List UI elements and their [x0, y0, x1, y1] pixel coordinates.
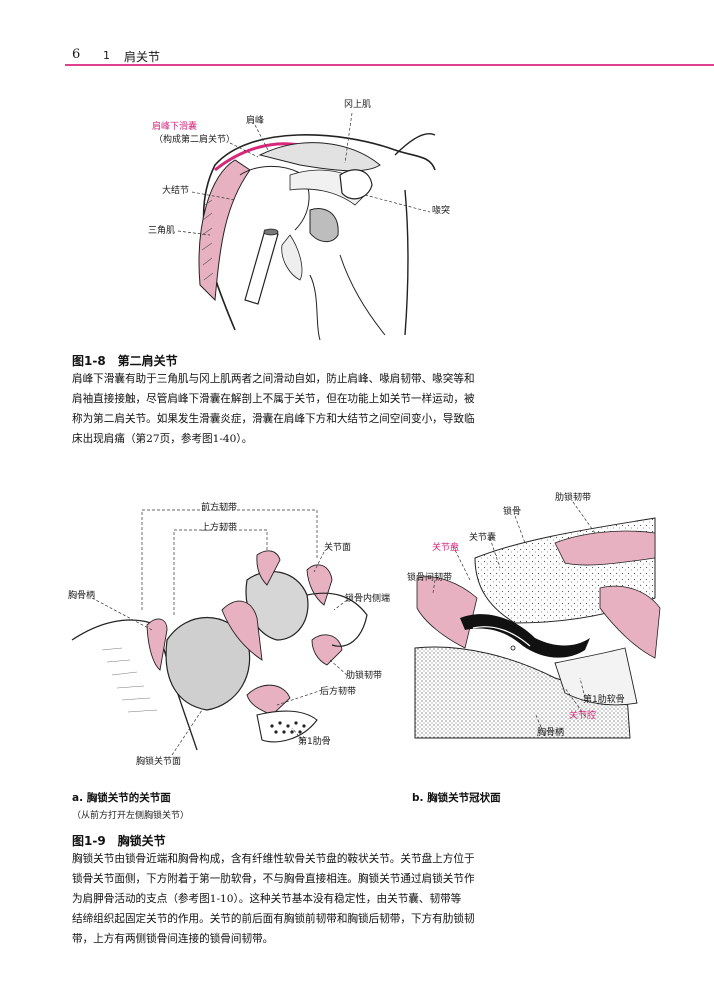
caption-line: 锁骨关节面侧，下方附着于第一肋软骨，不与胸骨直接相连。胸锁关节通过肩锁关节作: [72, 873, 475, 885]
figure-1-9b: 肋锁韧带 锁骨 关节囊 关节盘 锁骨间韧带 第1肋软骨 关节腔 胸骨柄: [405, 488, 665, 748]
caption-line: 结缔组织起固定关节的作用。关节的前后面有胸锁前韧带和胸锁后韧带，下方有肋锁韧: [72, 913, 475, 925]
caption-line: 为肩胛骨活动的支点（参考图1-10）。这种关节基本没有稳定性，由关节囊、韧带等: [72, 893, 462, 905]
label-clavicle: 锁骨: [503, 507, 522, 517]
figure-1-9a-subcaption: a. 胸锁关节的关节面: [72, 792, 171, 804]
chapter-number: 1: [103, 49, 110, 62]
label-joint-cavity: 关节腔: [569, 711, 597, 721]
shoulder-illustration: [177, 112, 436, 341]
label-acromion: 肩峰: [246, 116, 265, 126]
label-medial-clavicle: 锁骨内侧端: [345, 594, 391, 604]
label-first-costal-cartilage: 第1肋软骨: [583, 695, 625, 705]
label-posterior-ligament: 后方韧带: [320, 687, 357, 697]
caption-line: 肩峰下滑囊有助于三角肌与冈上肌两者之间滑动自如，防止肩峰、喙肩韧带、喙突等和: [72, 373, 475, 385]
figure-1-9a: 前方韧带 上方韧带 关节面 胸骨柄 锁骨内侧端 肋锁韧带 后方韧带 第1肋骨 胸…: [62, 500, 402, 775]
label-manubrium: 胸骨柄: [68, 591, 96, 601]
header-rule: [65, 64, 714, 66]
label-interclavicular: 锁骨间韧带: [407, 573, 453, 583]
label-first-rib: 第1肋骨: [298, 737, 331, 747]
label-superior-ligament: 上方韧带: [201, 523, 238, 533]
page-number: 6: [72, 47, 81, 62]
figure-1-8-caption-title: 图1-8 第二肩关节: [72, 354, 178, 368]
chapter-title: 肩关节: [124, 50, 161, 64]
label-second-joint-note: （构成第二肩关节）: [154, 135, 236, 145]
figure-1-9a-subnote: （从前方打开左侧胸锁关节）: [72, 811, 190, 821]
label-joint-capsule: 关节囊: [469, 533, 497, 543]
figure-1-8: 肩峰下滑囊 （构成第二肩关节） 肩峰 冈上肌 大结节 三角肌 喙突: [140, 95, 460, 345]
caption-line: 带，上方有两侧锁骨间连接的锁骨间韧带。: [72, 933, 274, 945]
sc-joint-coronal-illustration: [414, 501, 661, 739]
label-sc-articular-surface: 胸锁关节面: [136, 757, 182, 767]
label-manubrium-b: 胸骨柄: [537, 728, 565, 738]
label-articular-surface: 关节面: [324, 543, 352, 553]
figure-1-8-caption: 肩峰下滑囊有助于三角肌与冈上肌两者之间滑动自如，防止肩峰、喙肩韧带、喙突等和 肩…: [72, 369, 492, 449]
figure-1-9-caption-title: 图1-9 胸锁关节: [72, 834, 166, 848]
label-deltoid: 三角肌: [148, 226, 176, 236]
label-articular-disc: 关节盘: [432, 543, 460, 553]
sc-joint-anterior-illustration: [71, 509, 368, 756]
label-costoclavicular: 肋锁韧带: [346, 671, 383, 681]
label-supraspinatus: 冈上肌: [344, 100, 372, 110]
label-subacromial-bursa: 肩峰下滑囊: [152, 122, 198, 132]
label-anterior-ligament: 前方韧带: [201, 503, 238, 513]
label-greater-tubercle: 大结节: [162, 186, 190, 196]
figure-1-9-caption: 胸锁关节由锁骨近端和胸骨构成，含有纤维性软骨关节盘的鞍状关节。关节盘上方位于 锁…: [72, 849, 492, 949]
label-coracoid: 喙突: [432, 206, 451, 216]
label-costoclavicular-b: 肋锁韧带: [555, 493, 592, 503]
caption-line: 床出现肩痛（第27页，参考图1-40）。: [72, 433, 253, 445]
caption-line: 称为第二肩关节。如果发生滑囊炎症，滑囊在肩峰下方和大结节之间空间变小，导致临: [72, 413, 475, 425]
caption-line: 胸锁关节由锁骨近端和胸骨构成，含有纤维性软骨关节盘的鞍状关节。关节盘上方位于: [72, 853, 475, 865]
figure-1-9b-subcaption: b. 胸锁关节冠状面: [412, 792, 501, 804]
caption-line: 肩袖直接接触，尽管肩峰下滑囊在解剖上不属于关节，但在功能上如关节一样运动，被: [72, 393, 475, 405]
